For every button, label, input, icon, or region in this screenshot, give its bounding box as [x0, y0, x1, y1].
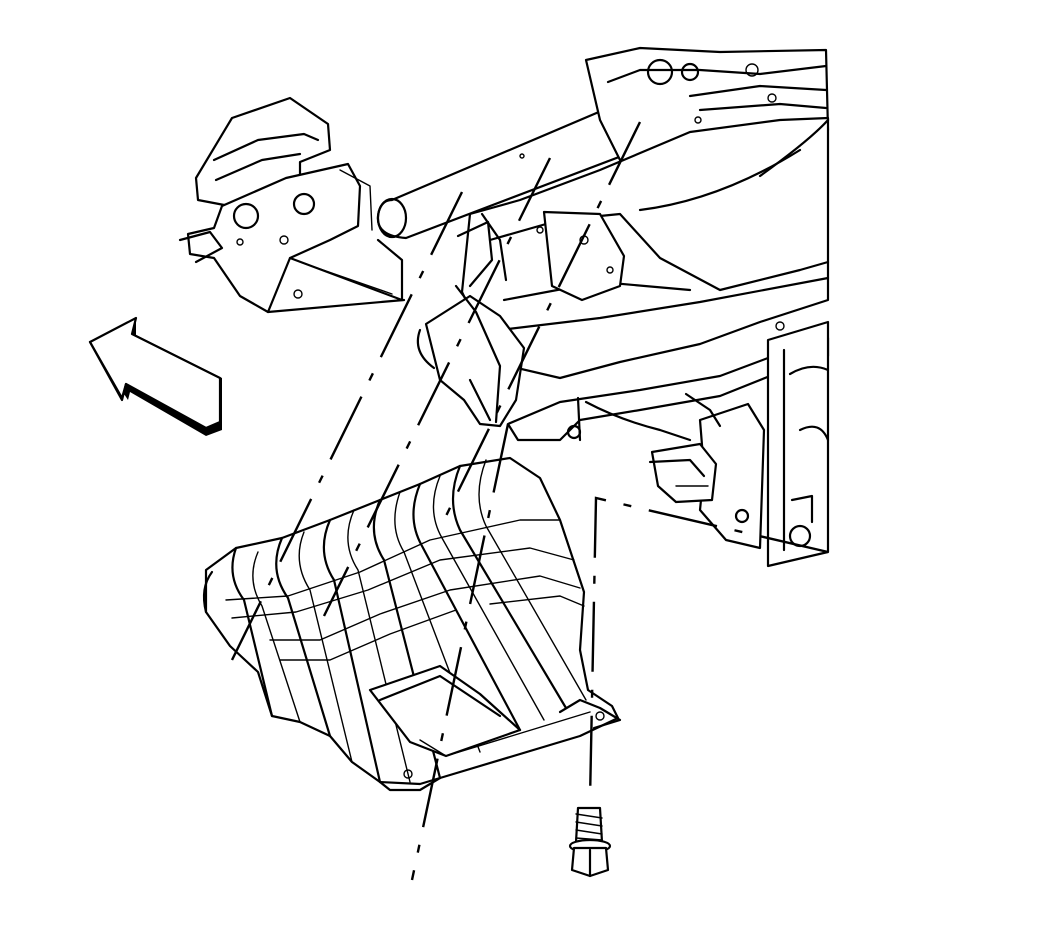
alignment-lines: [230, 121, 829, 881]
skid-plate: [202, 456, 622, 792]
support-strut: [416, 212, 526, 428]
left-frame-mount: [178, 96, 406, 314]
direction-arrow-icon: [88, 316, 222, 436]
mounting-bolt: [568, 806, 612, 878]
frame-crossmember: [460, 46, 830, 568]
